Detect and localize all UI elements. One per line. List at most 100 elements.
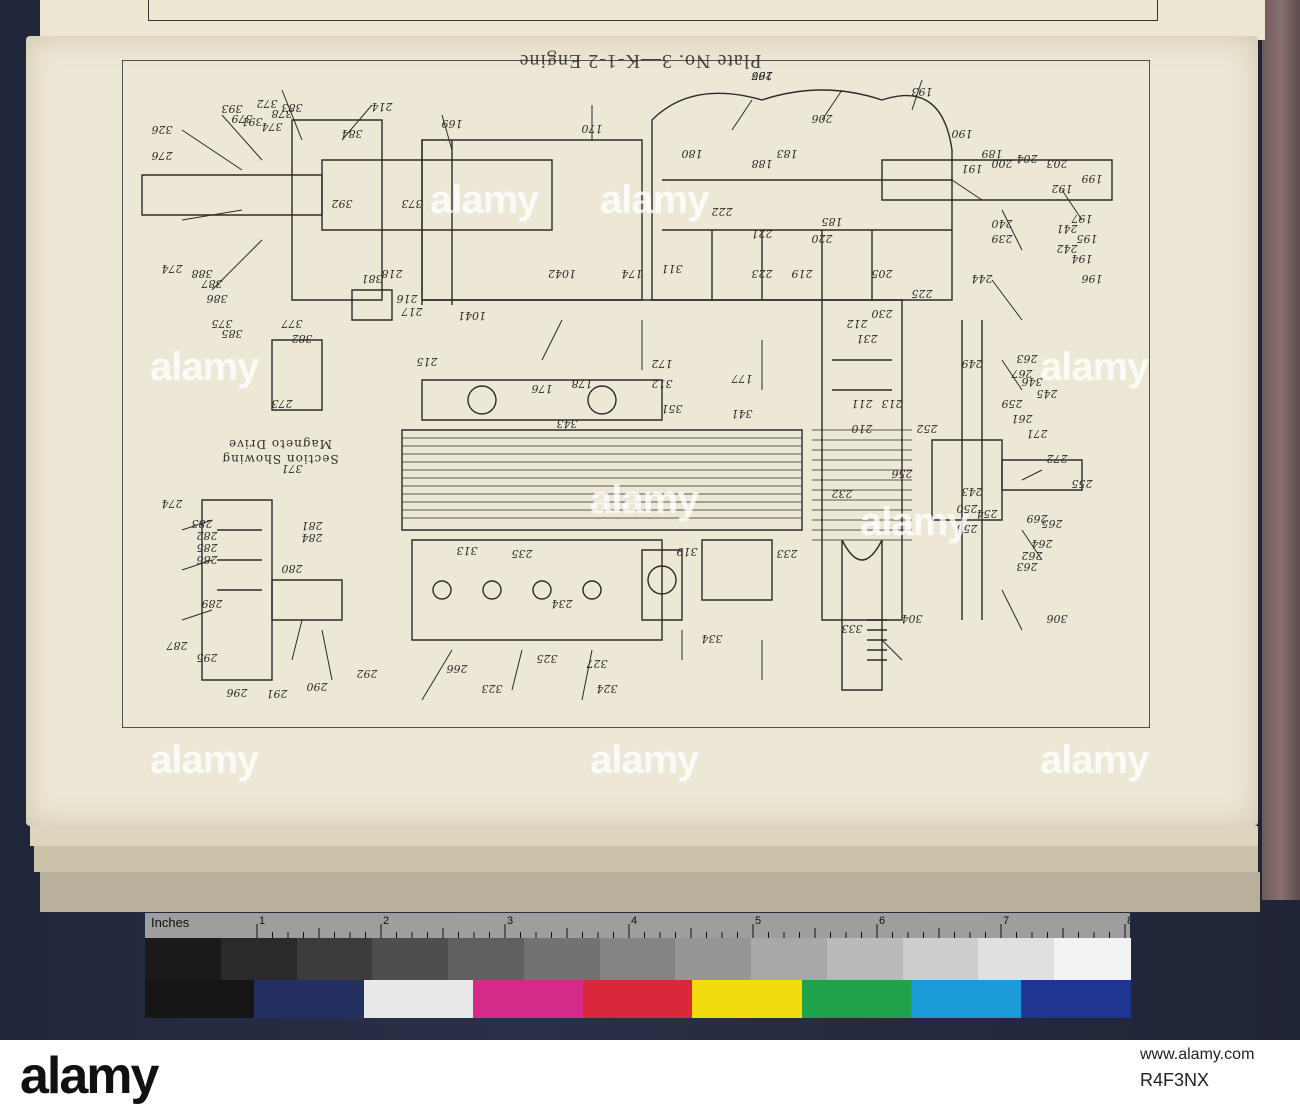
- gray-patch: [296, 938, 374, 980]
- part-number-label: 218: [382, 267, 404, 280]
- color-target: [145, 980, 1131, 1018]
- part-number-label: 169: [442, 117, 463, 130]
- part-number-label: 375: [212, 317, 233, 330]
- part-number-label: 387: [202, 277, 223, 290]
- color-patch: [911, 980, 1022, 1018]
- part-number-label: 297: [752, 69, 774, 82]
- watermark: alamy: [1040, 345, 1149, 389]
- part-number-label: 234: [552, 597, 574, 610]
- part-number-label: 223: [752, 267, 774, 280]
- part-number-label: 381: [362, 272, 383, 285]
- part-number-label: 205: [872, 267, 894, 280]
- watermark: alamy: [590, 478, 699, 522]
- part-number-label: 296: [227, 686, 249, 699]
- part-number-label: 261: [1012, 412, 1034, 425]
- part-number-label: 185: [822, 215, 843, 228]
- part-number-label: 325: [537, 652, 558, 665]
- part-number-label: 264: [1032, 537, 1054, 550]
- part-number-label: 283: [192, 517, 214, 530]
- part-number-label: 189: [982, 147, 1003, 160]
- part-number-label: 373: [402, 197, 423, 210]
- endpaper: [40, 872, 1260, 912]
- stock-logo: alamy: [20, 1047, 159, 1105]
- ruler-tick-label: 1: [259, 915, 265, 927]
- part-number-label: 326: [152, 123, 173, 136]
- part-number-label: 231: [857, 332, 879, 345]
- part-number-label: 281: [302, 519, 324, 532]
- gray-patch: [675, 938, 753, 980]
- part-number-label: 377: [282, 317, 303, 330]
- part-number-label: 289: [202, 597, 224, 610]
- part-number-label: 166: [752, 69, 773, 82]
- part-number-label: 385: [222, 327, 243, 340]
- color-patch: [254, 980, 365, 1018]
- part-number-label: 195: [1077, 232, 1098, 245]
- part-number-label: 183: [777, 147, 798, 160]
- part-number-label: 306: [1047, 612, 1068, 625]
- part-number-label: 170: [582, 122, 603, 135]
- part-number-label: 191: [962, 162, 983, 175]
- oil-pump: [701, 539, 773, 601]
- color-patch: [801, 980, 913, 1018]
- magneto-bracket: [931, 439, 1003, 521]
- color-patch: [582, 980, 694, 1018]
- part-number-label: 212: [847, 317, 869, 330]
- part-number-label: 178: [572, 377, 593, 390]
- part-number-label: 180: [682, 147, 703, 160]
- gray-patch: [751, 938, 828, 980]
- part-number-label: 343: [557, 417, 578, 430]
- part-number-label: 1042: [548, 267, 576, 280]
- part-number-label: 265: [1042, 517, 1064, 530]
- part-number-label: 292: [357, 667, 379, 680]
- part-number-label: 206: [812, 112, 834, 125]
- part-number-label: 245: [1037, 387, 1059, 400]
- part-number-label: 200: [992, 157, 1014, 170]
- part-number-label: 192: [1052, 182, 1073, 195]
- part-number-label: 259: [1002, 397, 1024, 410]
- watermark: alamy: [1040, 738, 1149, 782]
- part-number-label: 249: [962, 357, 984, 370]
- part-number-label: 324: [597, 682, 618, 695]
- part-number-label: 379: [232, 112, 253, 125]
- part-number-label: 393: [222, 102, 243, 115]
- part-number-label: 286: [197, 553, 219, 566]
- part-number-label: 323: [482, 682, 503, 695]
- color-patch: [473, 980, 584, 1018]
- part-number-label: 241: [1057, 222, 1079, 235]
- part-number-label: 194: [1072, 252, 1093, 265]
- gray-patch: [826, 938, 904, 980]
- ruler-tick-label: 5: [755, 915, 761, 927]
- part-number-label: 276: [152, 149, 174, 162]
- part-number-label: 382: [292, 332, 313, 345]
- page-stack-edge: [30, 826, 1258, 846]
- ruler-tick-label: 6: [879, 915, 885, 927]
- part-number-label: 174: [622, 267, 643, 280]
- part-number-label: 287: [167, 639, 189, 652]
- gray-patch: [902, 938, 980, 980]
- part-number-label: 271: [1027, 427, 1049, 440]
- part-number-label: 392: [332, 197, 353, 210]
- part-number-label: 383: [282, 101, 303, 114]
- part-number-label: 272: [1047, 452, 1069, 465]
- image-id: R4F3NX: [1140, 1070, 1210, 1090]
- part-number-label: 255: [1072, 477, 1094, 490]
- part-number-label: 233: [777, 547, 799, 560]
- part-number-label: 222: [712, 205, 734, 218]
- part-number-label: 258: [957, 522, 979, 535]
- cylinder-piston: [821, 299, 903, 621]
- part-number-label: 221: [752, 227, 774, 240]
- part-number-label: 285: [197, 541, 219, 554]
- ruler-ticks: 12345678: [256, 915, 1130, 938]
- part-number-label: 378: [272, 107, 293, 120]
- part-number-label: 1041: [458, 309, 486, 322]
- part-number-label: 215: [417, 355, 439, 368]
- ruler-tick-label: 4: [631, 915, 637, 927]
- stock-url: www.alamy.com: [1140, 1046, 1255, 1063]
- part-number-label: 312: [652, 377, 673, 390]
- previous-page-frame: [148, 0, 1158, 21]
- part-number-label: 242: [1057, 242, 1079, 255]
- magneto-gear-housing: [291, 119, 383, 301]
- rear-shaft: [881, 159, 1113, 201]
- part-number-label: 263: [1017, 560, 1039, 573]
